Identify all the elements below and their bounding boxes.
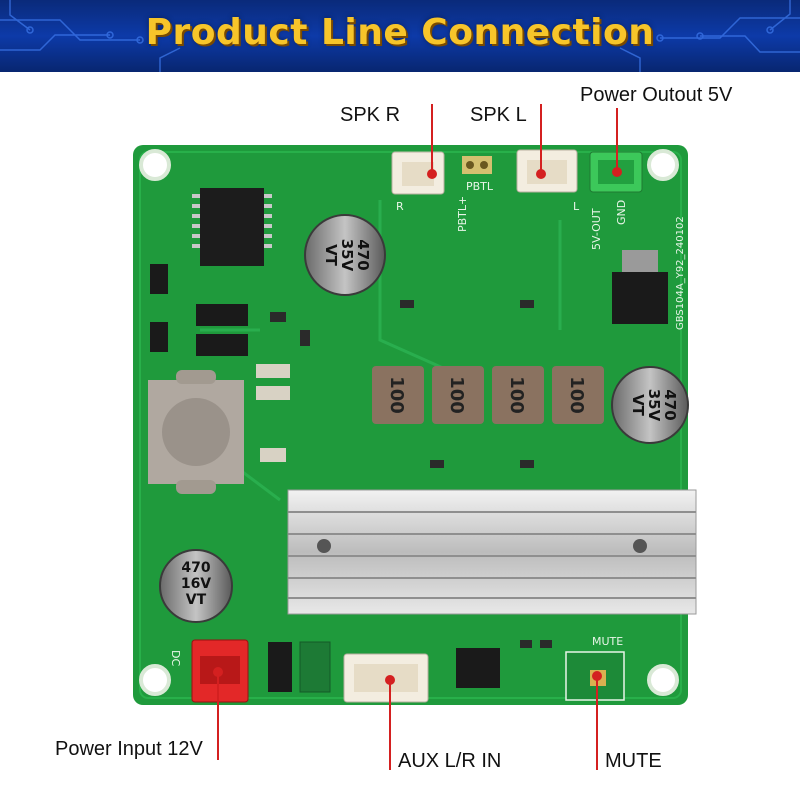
label-power-input: Power Input 12V [55,738,203,760]
svg-text:16V: 16V [181,576,211,592]
capacitor-470uf-35v-1: 470 35V VT [304,214,386,296]
svg-text:100: 100 [446,376,467,414]
op-amp [456,648,500,688]
page-title: Product Line Connection [145,12,655,53]
svg-text:35V: 35V [338,239,356,272]
label-spk-l: SPK L [470,104,527,126]
pbtl-jumper [462,156,492,174]
label-power-output: Power Outout 5V [580,84,733,106]
voltage-regulator [612,272,668,324]
spk-r-silk: R [396,200,404,213]
mounting-holes [139,149,679,696]
svg-text:470: 470 [354,239,372,270]
callout-lines [217,104,618,770]
vout-silk: 5V-OUT [590,208,603,250]
gnd-silk: GND [615,200,628,225]
label-mute: MUTE [605,750,662,772]
spk-l-connector [516,149,578,193]
transistors [150,264,248,356]
header-banner: Product Line Connection [0,0,800,72]
pbtl-silk: PBTL [466,180,494,193]
pbtl-plus-silk: PBTL+ [456,196,469,232]
label-spk-r: SPK R [340,104,401,126]
ic-chip [192,188,272,266]
capacitor-470uf-35v-2: 470 35V VT [611,366,689,444]
svg-text:100: 100 [386,376,407,414]
svg-text:470: 470 [181,560,210,576]
mute-silk: MUTE [592,635,623,648]
svg-text:100: 100 [566,376,587,414]
label-aux-in: AUX L/R IN [398,750,502,772]
capacitor-470uf-16v: 470 16V VT [159,549,233,623]
svg-text:VT: VT [186,592,207,608]
dc-silk: DC [169,650,182,666]
inductors: 100 100 100 100 [372,366,604,424]
circuit-pattern [0,0,800,72]
board-id-silk: GBS104A_Y92_240102 [675,216,686,330]
diode [268,642,292,692]
svg-text:35V: 35V [645,389,663,422]
heatsink [287,489,697,615]
power-inductor [148,370,244,494]
svg-text:VT: VT [322,244,340,267]
svg-text:VT: VT [629,394,647,417]
svg-text:470: 470 [661,389,679,420]
spk-l-silk: L [573,200,580,213]
svg-text:100: 100 [506,376,527,414]
callout-dots [213,167,622,685]
